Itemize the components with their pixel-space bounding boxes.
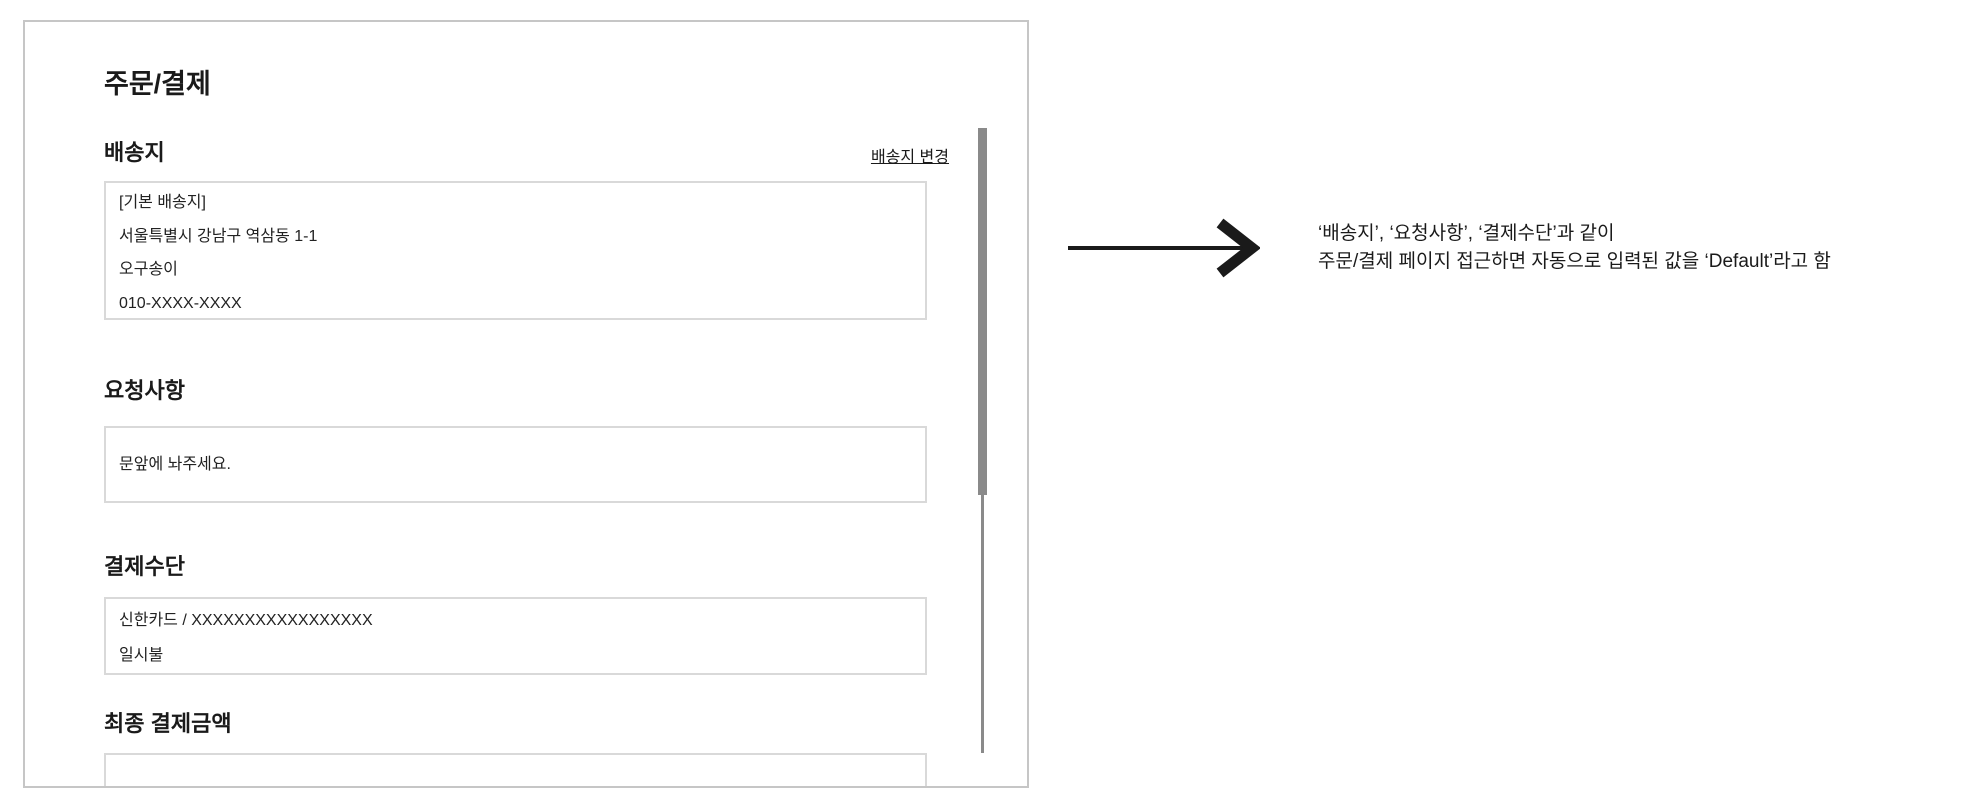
scrollbar-thumb[interactable] — [978, 128, 987, 495]
change-shipping-link[interactable]: 배송지 변경 — [870, 149, 949, 166]
request-section-heading: 요청사항 — [104, 378, 185, 403]
installment-info: 일시불 — [119, 647, 164, 664]
request-value: 문앞에 놔주세요. — [119, 455, 231, 473]
annotation-line-2: 주문/결제 페이지 접근하면 자동으로 입력된 값을 ‘Default’라고 함 — [1318, 250, 1831, 272]
order-payment-card: 주문/결제 배송지 배송지 변경 [기본 배송지] 서울특별시 강남구 역삼동 … — [23, 20, 1029, 788]
default-address-label: [기본 배송지] — [119, 194, 206, 211]
annotation-line-1: ‘배송지’, ‘요청사항’, ‘결제수단’과 같이 — [1318, 223, 1615, 244]
right-arrow-icon — [1068, 218, 1260, 278]
total-amount-box — [104, 753, 927, 786]
scrollbar-track[interactable] — [981, 495, 984, 753]
page-title: 주문/결제 — [104, 69, 211, 99]
shipping-address-box: [기본 배송지] 서울특별시 강남구 역삼동 1-1 오구송이 010-XXXX… — [104, 181, 927, 320]
recipient-name: 오구송이 — [119, 261, 178, 278]
shipping-section-heading: 배송지 — [104, 140, 165, 165]
request-input[interactable]: 문앞에 놔주세요. — [104, 426, 927, 503]
payment-method-box[interactable]: 신한카드 / XXXXXXXXXXXXXXXXX 일시불 — [104, 597, 927, 675]
phone-number: 010-XXXX-XXXX — [119, 294, 242, 312]
payment-section-heading: 결제수단 — [104, 554, 185, 579]
total-section-heading: 최종 결제금액 — [104, 711, 232, 736]
address-line: 서울특별시 강남구 역삼동 1-1 — [119, 227, 318, 245]
annotation-note: ‘배송지’, ‘요청사항’, ‘결제수단’과 같이 주문/결제 페이지 접근하면… — [1318, 220, 1831, 275]
card-info: 신한카드 / XXXXXXXXXXXXXXXXX — [119, 612, 373, 629]
